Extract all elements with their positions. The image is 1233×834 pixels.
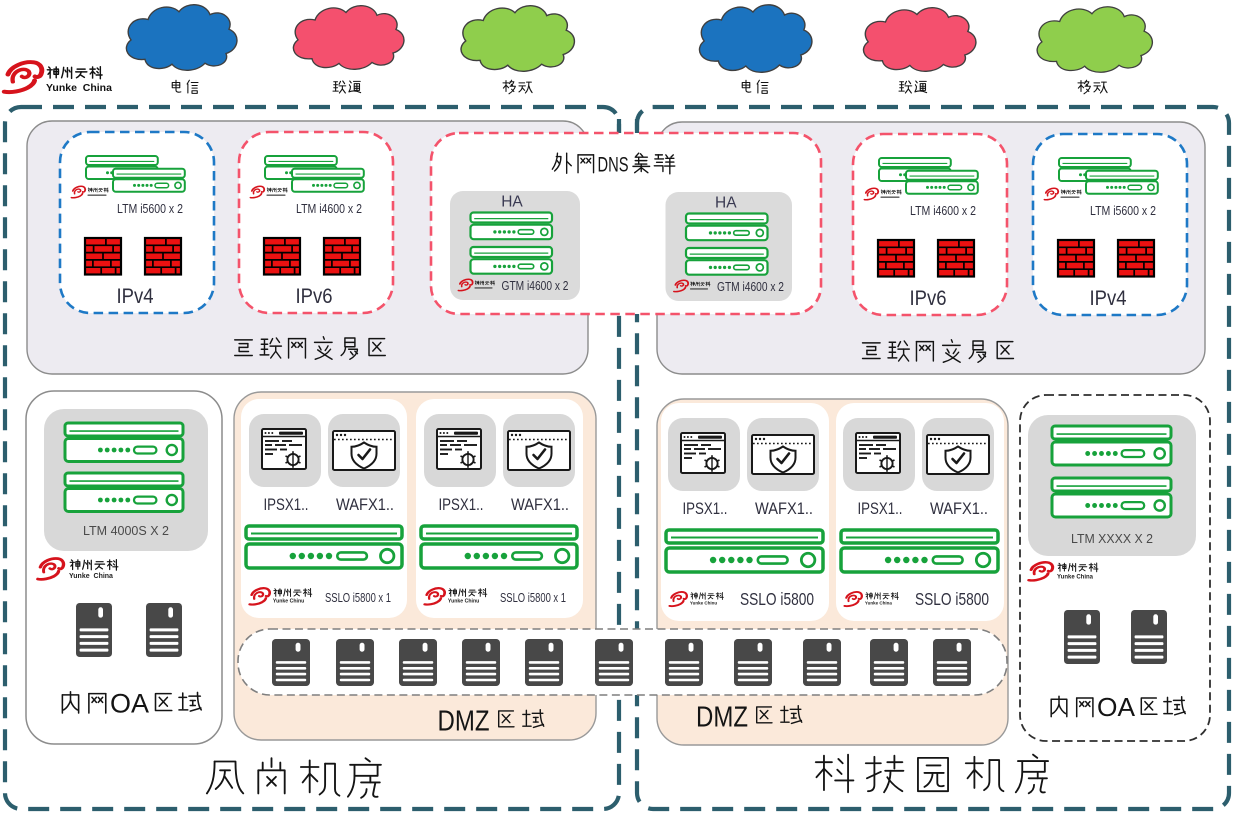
svg-text:LTM i5600 x 2: LTM i5600 x 2 bbox=[117, 201, 183, 216]
svg-text:WAFX1..: WAFX1.. bbox=[755, 500, 813, 518]
svg-text:Yunke China: Yunke China bbox=[1057, 575, 1094, 581]
svg-text:SSLO i5800: SSLO i5800 bbox=[740, 589, 814, 609]
svg-text:Yunke China: Yunke China bbox=[46, 82, 112, 94]
svg-text:HA: HA bbox=[501, 194, 523, 211]
svg-text:SSLO i5800: SSLO i5800 bbox=[915, 589, 989, 609]
svg-text:GTM i4600 x 2: GTM i4600 x 2 bbox=[502, 278, 569, 293]
svg-text:DMZ: DMZ bbox=[438, 706, 490, 738]
svg-text:LTM XXXX X 2: LTM XXXX X 2 bbox=[1071, 532, 1153, 546]
svg-text:Yunke China: Yunke China bbox=[69, 573, 113, 580]
svg-text:IPSX1..: IPSX1.. bbox=[858, 500, 903, 518]
svg-text:IPSX1..: IPSX1.. bbox=[264, 496, 309, 514]
svg-text:GTM i4600 x 2: GTM i4600 x 2 bbox=[717, 279, 784, 294]
svg-text:DMZ: DMZ bbox=[696, 702, 748, 734]
svg-text:OA: OA bbox=[1097, 694, 1135, 722]
svg-text:WAFX1..: WAFX1.. bbox=[511, 496, 569, 514]
svg-text:Yunke China: Yunke China bbox=[865, 601, 893, 606]
svg-text:LTM i5600 x 2: LTM i5600 x 2 bbox=[1090, 203, 1156, 218]
svg-text:LTM 4000S X 2: LTM 4000S X 2 bbox=[83, 524, 169, 538]
svg-text:WAFX1..: WAFX1.. bbox=[336, 496, 394, 514]
svg-text:IPv6: IPv6 bbox=[296, 284, 333, 308]
svg-text:OA: OA bbox=[110, 689, 149, 719]
svg-text:SSLO i5800 x 1: SSLO i5800 x 1 bbox=[325, 590, 391, 605]
svg-text:Yunke Chinu: Yunke Chinu bbox=[690, 601, 718, 606]
svg-text:IPSX1..: IPSX1.. bbox=[439, 496, 484, 514]
svg-text:IPv4: IPv4 bbox=[117, 284, 154, 308]
svg-text:WAFX1..: WAFX1.. bbox=[930, 500, 988, 518]
svg-text:DNS: DNS bbox=[598, 153, 629, 177]
svg-text:IPSX1..: IPSX1.. bbox=[683, 500, 728, 518]
svg-text:LTM i4600 x 2: LTM i4600 x 2 bbox=[910, 203, 976, 218]
svg-text:Yunke Chinu: Yunke Chinu bbox=[448, 599, 479, 605]
svg-text:IPv4: IPv4 bbox=[1090, 286, 1127, 310]
svg-text:IPv6: IPv6 bbox=[910, 286, 947, 310]
svg-text:LTM i4600 x 2: LTM i4600 x 2 bbox=[296, 201, 362, 216]
svg-text:Yunke Chinu: Yunke Chinu bbox=[273, 599, 304, 605]
svg-text:HA: HA bbox=[715, 195, 737, 212]
svg-text:SSLO i5800 x 1: SSLO i5800 x 1 bbox=[500, 590, 566, 605]
